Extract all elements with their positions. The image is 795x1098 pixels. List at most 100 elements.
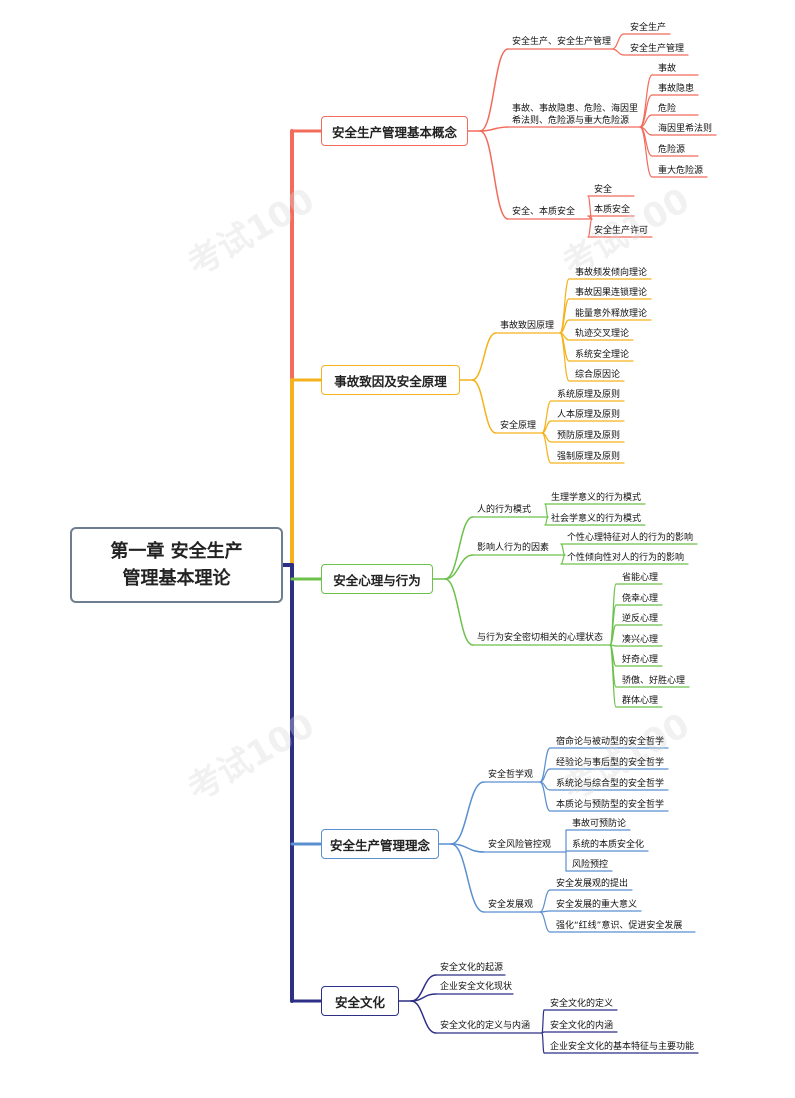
branch-node[interactable]: 安全生产管理基本概念 bbox=[321, 116, 468, 146]
subtopic-label[interactable]: 能量意外释放理论 bbox=[575, 309, 648, 319]
subtopic-label[interactable]: 危险源 bbox=[658, 145, 686, 155]
topic-label[interactable]: 安全风险管控观 bbox=[488, 840, 552, 850]
subtopic-label[interactable]: 安全生产 bbox=[630, 23, 667, 33]
connector-line bbox=[541, 1032, 545, 1054]
root-title-line-1: 第一章 安全生产 bbox=[110, 541, 243, 562]
subtopic-label[interactable]: 事故隐患 bbox=[658, 84, 695, 94]
subtopic-label[interactable]: 骄傲、好胜心理 bbox=[622, 676, 686, 686]
subtopic-label[interactable]: 安全发展的重大意义 bbox=[556, 900, 638, 910]
connector-line bbox=[544, 503, 549, 518]
subtopic-label[interactable]: 事故频发倾向理论 bbox=[575, 268, 648, 278]
subtopic-label[interactable]: 宿命论与被动型的安全哲学 bbox=[556, 737, 665, 747]
subtopic-label[interactable]: 系统安全理论 bbox=[575, 350, 630, 360]
subtopic-label[interactable]: 重大危险源 bbox=[658, 166, 704, 176]
subtopic-label[interactable]: 预防原理及原则 bbox=[557, 431, 621, 441]
topic-label[interactable]: 人的行为模式 bbox=[477, 505, 532, 515]
subtopic-label[interactable]: 系统的本质安全化 bbox=[572, 840, 645, 850]
subtopic-label[interactable]: 个性心理特征对人的行为的影响 bbox=[567, 533, 694, 543]
subtopic-label[interactable]: 群体心理 bbox=[622, 696, 659, 706]
subtopic-label[interactable]: 强制原理及原则 bbox=[557, 452, 621, 462]
subtopic-label[interactable]: 好奇心理 bbox=[622, 655, 659, 665]
branch-node[interactable]: 安全文化 bbox=[321, 986, 399, 1016]
subtopic-label[interactable]: 安全 bbox=[594, 185, 613, 195]
subtopic-label[interactable]: 系统论与综合型的安全哲学 bbox=[556, 779, 665, 789]
connector-line bbox=[450, 843, 485, 853]
subtopic-label[interactable]: 危险 bbox=[658, 104, 677, 114]
subtopic-label[interactable]: 综合原因论 bbox=[575, 370, 621, 380]
root-node-title[interactable]: 第一章 安全生产 管理基本理论 bbox=[70, 527, 283, 603]
topic-label[interactable]: 安全发展观 bbox=[488, 900, 534, 910]
subtopic-label[interactable]: 经验论与事后型的安全哲学 bbox=[556, 758, 665, 768]
connector-line bbox=[639, 74, 653, 128]
branch-label: 安全生产管理基本概念 bbox=[331, 124, 457, 140]
subtopic-label[interactable]: 安全文化的内涵 bbox=[550, 1021, 614, 1031]
connector-line bbox=[539, 781, 551, 812]
connector-line bbox=[471, 332, 497, 381]
subtopic-label[interactable]: 本质安全 bbox=[594, 205, 631, 215]
connector-line bbox=[559, 332, 570, 382]
connector-line bbox=[611, 48, 625, 56]
connector-line bbox=[450, 781, 485, 845]
topic-label[interactable]: 安全哲学观 bbox=[488, 770, 534, 780]
connector-line bbox=[450, 843, 485, 913]
branch-node[interactable]: 事故致因及安全原理 bbox=[321, 365, 460, 395]
subtopic-label[interactable]: 个性倾向性对人的行为的影响 bbox=[567, 553, 685, 563]
branch-node[interactable]: 安全心理与行为 bbox=[321, 564, 433, 594]
subtopic-label[interactable]: 安全文化的定义 bbox=[550, 999, 614, 1009]
subtopic-label[interactable]: 人本原理及原则 bbox=[557, 410, 621, 420]
topic-label[interactable]: 安全文化的起源 bbox=[440, 963, 504, 973]
connector-line bbox=[541, 432, 552, 464]
subtopic-label[interactable]: 生理学意义的行为模式 bbox=[551, 493, 642, 503]
subtopic-label[interactable]: 企业安全文化的基本特征与主要功能 bbox=[550, 1042, 695, 1052]
subtopic-label[interactable]: 本质论与预防型的安全哲学 bbox=[556, 800, 665, 810]
topic-label[interactable]: 事故致因原理 bbox=[500, 321, 555, 331]
connector-line bbox=[539, 889, 551, 913]
topic-label[interactable]: 安全生产、安全生产管理 bbox=[512, 37, 612, 47]
connector-line bbox=[410, 1000, 437, 1034]
topic-label[interactable]: 企业安全文化现状 bbox=[440, 982, 513, 992]
branch-label: 事故致因及安全原理 bbox=[334, 373, 447, 389]
subtopic-label[interactable]: 侥幸心理 bbox=[622, 594, 659, 604]
topic-label[interactable]: 安全原理 bbox=[500, 421, 537, 431]
topic-label[interactable]: 事故、事故隐患、危险、海因里希法则、危险源与重大危险源 bbox=[512, 104, 639, 126]
connector-line bbox=[479, 130, 509, 220]
subtopic-label[interactable]: 事故可预防论 bbox=[572, 819, 627, 829]
subtopic-label[interactable]: 风险预控 bbox=[572, 860, 609, 870]
topic-label[interactable]: 安全文化的定义与内涵 bbox=[440, 1021, 531, 1031]
connector-line bbox=[541, 1009, 545, 1034]
topic-label[interactable]: 安全、本质安全 bbox=[512, 207, 576, 217]
subtopic-label[interactable]: 逆反心理 bbox=[622, 614, 659, 624]
connector-line bbox=[444, 578, 474, 646]
connector-line bbox=[444, 554, 474, 580]
subtopic-label[interactable]: 凑兴心理 bbox=[622, 635, 659, 645]
topic-label[interactable]: 与行为安全密切相关的心理状态 bbox=[477, 633, 604, 643]
subtopic-label[interactable]: 强化“红线”意识、促进安全发展 bbox=[556, 921, 683, 931]
connector-line bbox=[479, 126, 509, 132]
subtopic-label[interactable]: 社会学意义的行为模式 bbox=[551, 514, 642, 524]
root-title-line-2: 管理基本理论 bbox=[122, 568, 231, 589]
connector-line bbox=[560, 554, 566, 565]
subtopic-label[interactable]: 事故 bbox=[658, 64, 677, 74]
connector-line bbox=[444, 516, 474, 580]
connector-line bbox=[479, 48, 509, 132]
subtopic-label[interactable]: 安全发展观的提出 bbox=[556, 879, 629, 889]
branch-label: 安全文化 bbox=[334, 994, 385, 1010]
subtopic-label[interactable]: 省能心理 bbox=[622, 573, 659, 583]
subtopic-label[interactable]: 海因里希法则 bbox=[658, 124, 713, 134]
subtopic-label[interactable]: 安全生产许可 bbox=[594, 226, 649, 236]
topic-label[interactable]: 影响人行为的因素 bbox=[477, 543, 550, 553]
connector-line bbox=[544, 516, 549, 526]
subtopic-label[interactable]: 安全生产管理 bbox=[630, 44, 685, 54]
branch-node[interactable]: 安全生产管理理念 bbox=[321, 829, 439, 859]
subtopic-label[interactable]: 轨迹交叉理论 bbox=[575, 329, 630, 339]
connector-line bbox=[539, 911, 551, 933]
subtopic-label[interactable]: 系统原理及原则 bbox=[557, 390, 621, 400]
connector-line bbox=[611, 33, 625, 50]
subtopic-label[interactable]: 事故因果连锁理论 bbox=[575, 288, 648, 298]
connector-line bbox=[639, 126, 653, 178]
connector-line bbox=[410, 993, 437, 1002]
connector-line bbox=[609, 644, 617, 708]
connector-line bbox=[560, 543, 566, 556]
